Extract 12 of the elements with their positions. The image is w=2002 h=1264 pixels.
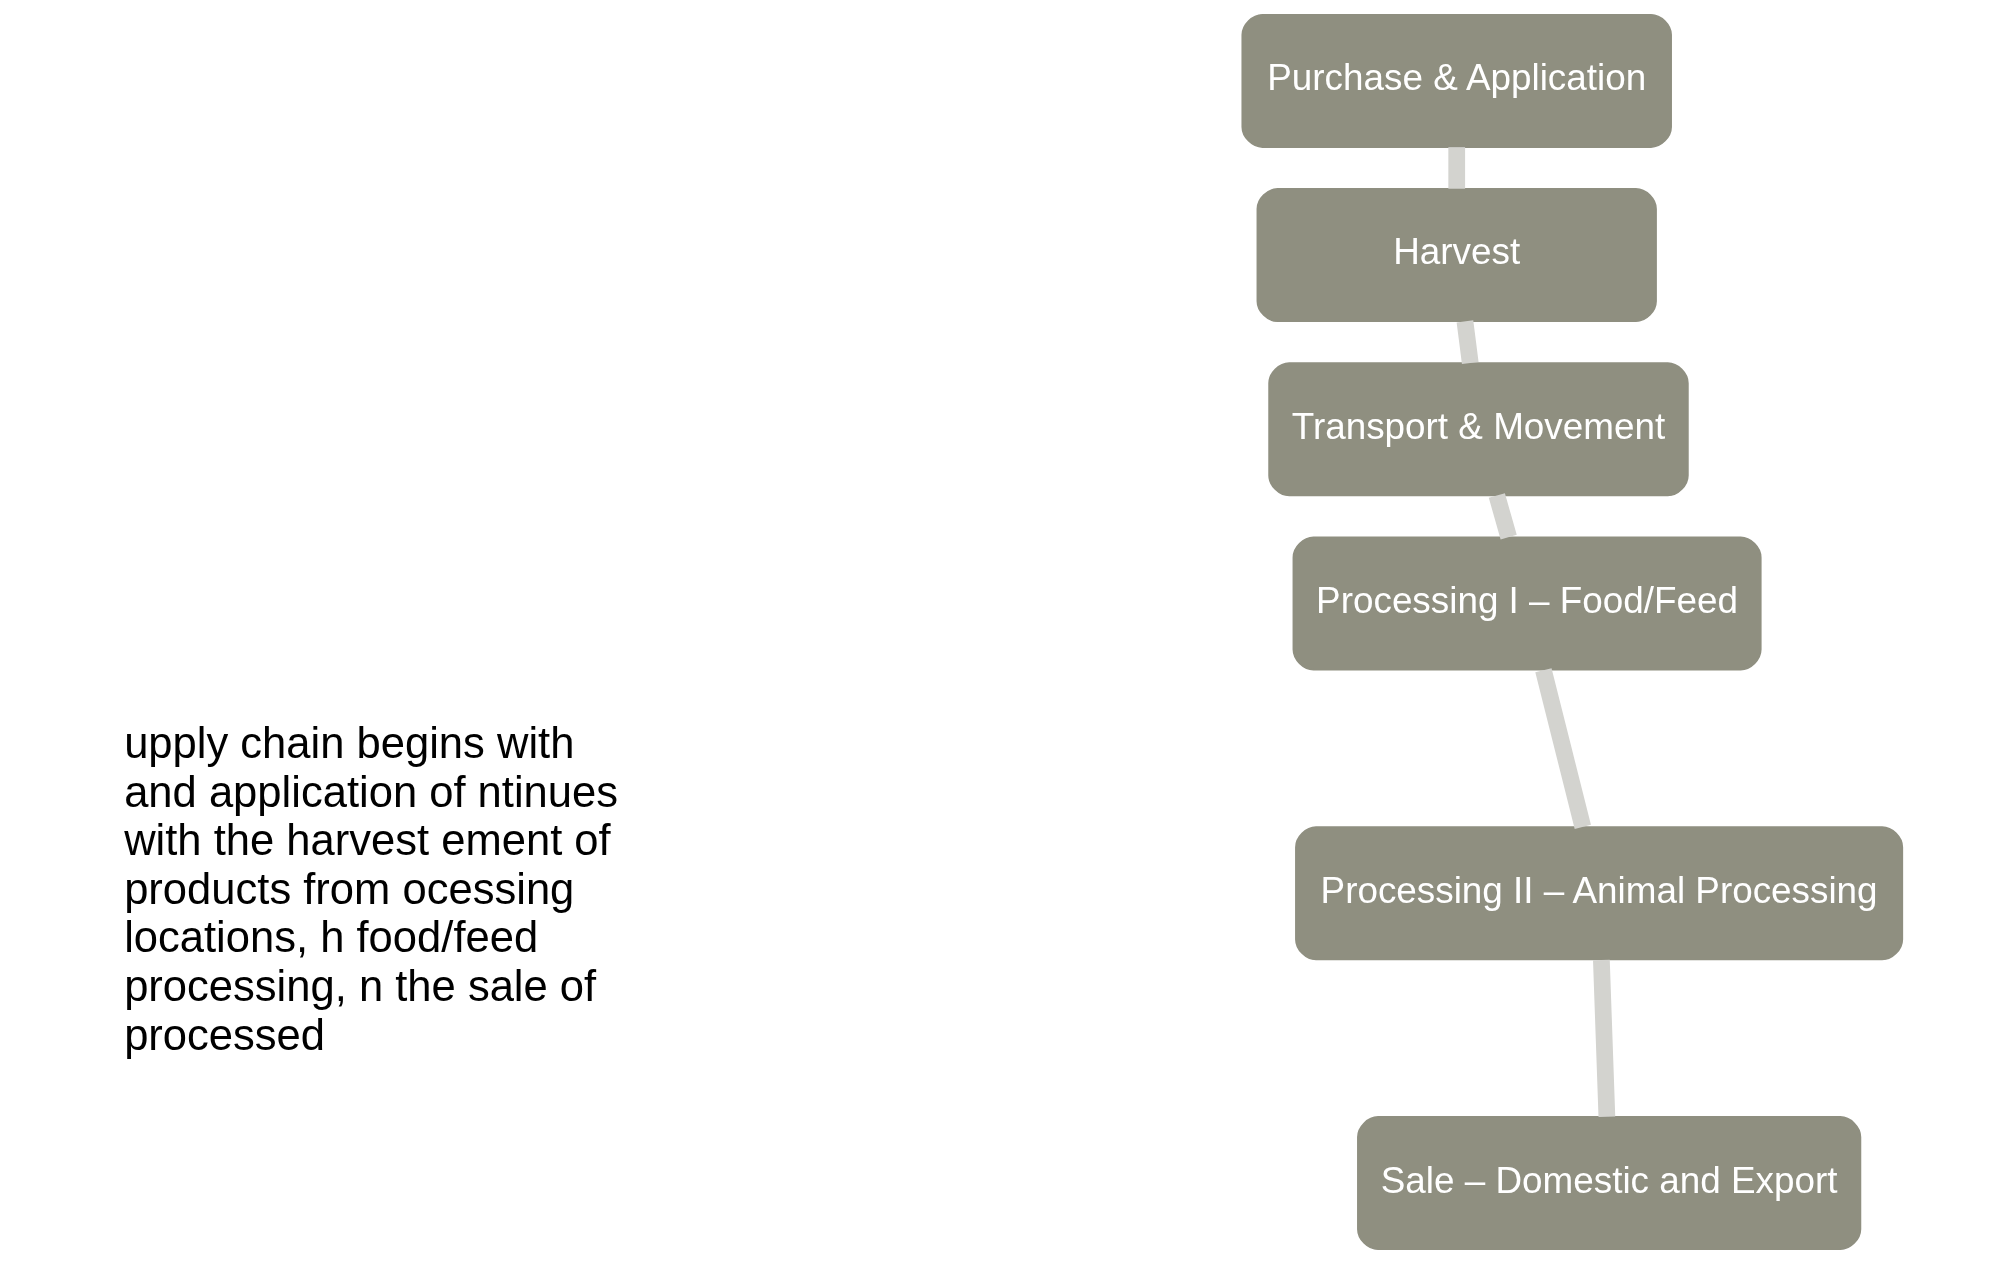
node-box: Sale – Domestic and Export — [1356, 1116, 1861, 1251]
connector — [1456, 320, 1479, 364]
node-box: Purchase & Application — [1240, 13, 1672, 148]
connector — [1592, 959, 1615, 1117]
connector — [1447, 147, 1465, 189]
node-box: Transport & Movement — [1267, 362, 1689, 497]
connector — [1534, 668, 1591, 829]
node-box: Processing I – Food/Feed — [1292, 536, 1762, 671]
connector — [1488, 493, 1517, 540]
label: upply chain begins with and application of ntinues with the harvest ement of products from ocessing locations, h food/feed processing, n the sale of processed — [123, 719, 618, 1059]
node-box: Processing II – Animal Processing — [1294, 826, 1903, 961]
node-box: Harvest — [1256, 188, 1657, 323]
